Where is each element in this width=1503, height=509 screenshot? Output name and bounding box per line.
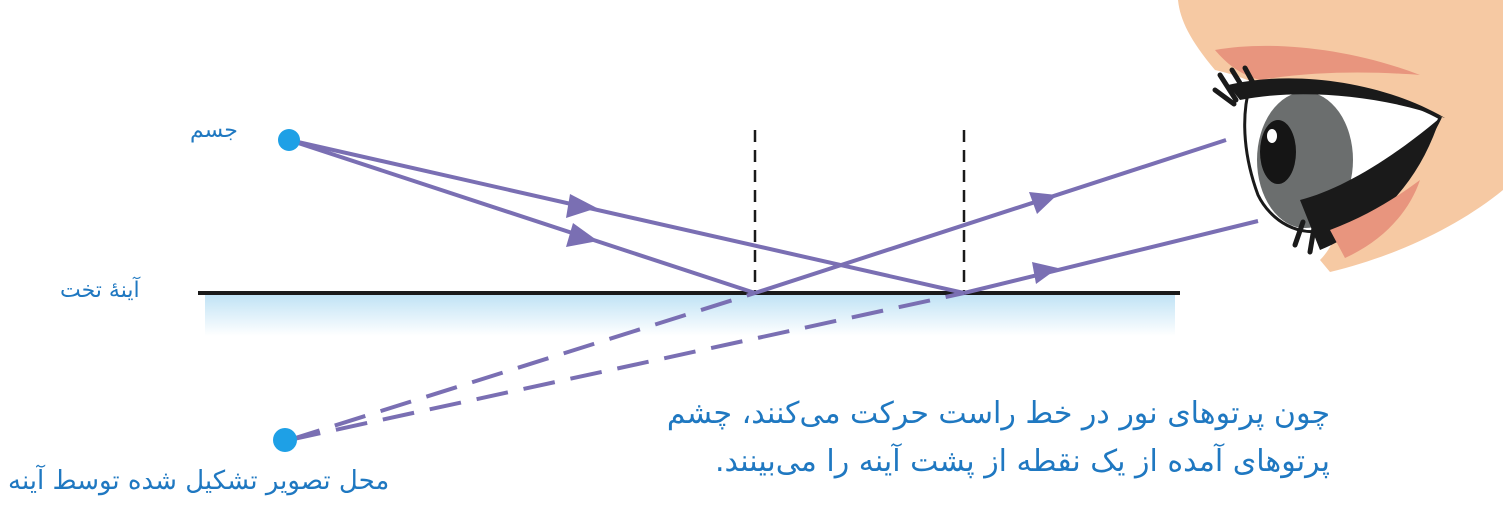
virtual-ray-right xyxy=(288,291,965,442)
eye-icon xyxy=(1178,0,1503,272)
arrow-reflected-lower xyxy=(1032,262,1058,284)
object-point xyxy=(278,129,300,151)
incident-ray-lower xyxy=(288,138,756,295)
arrow-incident-lower xyxy=(566,223,598,247)
incident-ray-upper xyxy=(288,138,965,295)
image-location-label: محل تصویر تشکیل شده توسط آینه xyxy=(8,466,390,496)
arrow-reflected-upper xyxy=(1029,192,1057,214)
image-point xyxy=(273,428,297,452)
reflected-ray-upper xyxy=(754,138,1227,295)
explanation-line-1: چون پرتوهای نور در خط راست حرکت می‌کنند،… xyxy=(666,396,1330,431)
virtual-ray-left xyxy=(288,291,756,442)
explanation-line-2: پرتوهای آمده از یک نقطه از پشت آینه را م… xyxy=(714,444,1330,479)
mirror-label: آینهٔ تخت xyxy=(60,278,140,303)
mirror-glass xyxy=(205,294,1175,336)
object-label: جسم xyxy=(190,118,238,143)
reflected-ray-lower xyxy=(963,219,1259,295)
arrow-incident-upper xyxy=(566,194,597,218)
explanation-text: چون پرتوهای نور در خط راست حرکت می‌کنند،… xyxy=(600,390,1330,486)
